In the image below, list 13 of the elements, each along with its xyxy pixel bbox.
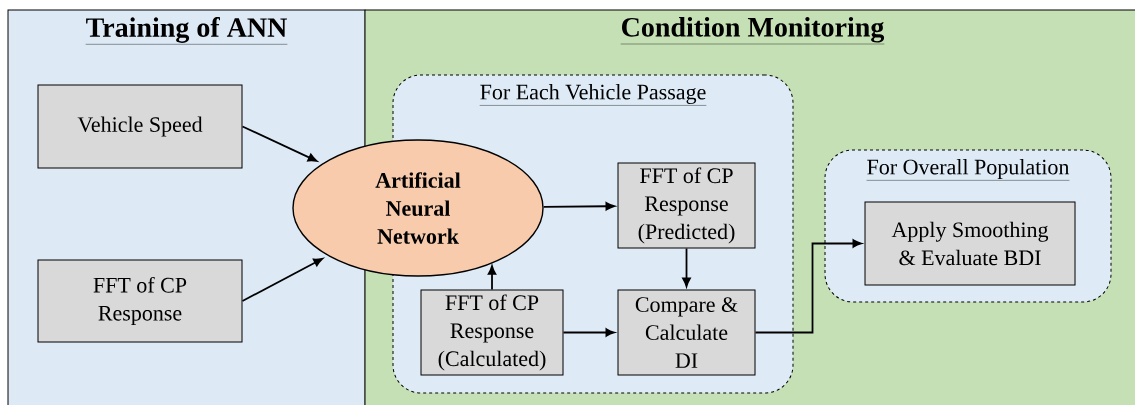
arrow bbox=[241, 125, 318, 162]
arrow bbox=[682, 247, 691, 288]
arrow bbox=[562, 328, 616, 337]
arrow bbox=[542, 202, 616, 211]
process-box: Vehicle Speed bbox=[37, 84, 243, 169]
process-box: Apply Smoothing & Evaluate BDI bbox=[864, 201, 1076, 286]
process-box: FFT of CP Response (Predicted) bbox=[617, 162, 756, 249]
process-box: FFT of CP Response (Calculated) bbox=[420, 289, 564, 376]
arrow bbox=[754, 239, 863, 334]
process-box: Compare & Calculate DI bbox=[617, 289, 756, 376]
arrow bbox=[487, 265, 497, 291]
process-box: FFT of CP Response bbox=[37, 259, 243, 343]
arrow bbox=[241, 257, 324, 302]
